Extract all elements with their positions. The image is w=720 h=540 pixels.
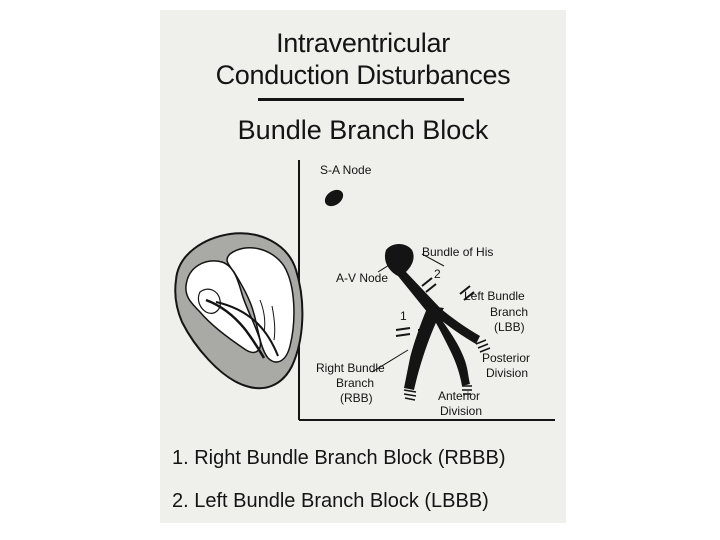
label-posterior-line-1: Posterior	[482, 351, 530, 365]
label-rbb-line-1: Right Bundle	[316, 361, 385, 375]
label-lbb-line-2: Branch	[490, 305, 528, 319]
slide: Intraventricular Conduction Disturbances…	[160, 10, 566, 523]
label-rbb-line-2: Branch	[336, 376, 374, 390]
sa-node-shape	[324, 189, 344, 207]
label-av-node: A-V Node	[336, 271, 388, 285]
heart-cross-section	[174, 232, 304, 390]
label-anterior-line-1: Anterior	[438, 389, 480, 403]
title-line-1: Intraventricular	[276, 28, 450, 58]
subtitle: Bundle Branch Block	[237, 115, 489, 145]
label-rbb-line-3: (RBB)	[340, 391, 373, 405]
label-bundle-of-his: Bundle of His	[422, 245, 493, 259]
title-line-2: Conduction Disturbances	[215, 60, 511, 90]
list-item-rbbb: 1. Right Bundle Branch Block (RBBB)	[172, 447, 506, 469]
marker-2: 2	[434, 267, 441, 281]
label-lbb-line-3: (LBB)	[494, 320, 525, 334]
conduction-diagram: S-A Node A-V Node Bundle of His 2 1 Left…	[174, 160, 555, 421]
list-item-lbbb: 2. Left Bundle Branch Block (LBBB)	[172, 490, 489, 512]
title-divider	[258, 98, 464, 101]
label-sa-node: S-A Node	[320, 163, 372, 177]
label-lbb-line-1: Left Bundle	[464, 289, 525, 303]
label-posterior-line-2: Division	[486, 366, 528, 380]
anterior-division	[432, 312, 470, 386]
right-bundle-branch	[404, 306, 444, 390]
label-anterior-line-2: Division	[440, 404, 482, 418]
posterior-division	[436, 308, 480, 344]
conduction-pathway	[371, 244, 491, 401]
marker-1: 1	[400, 309, 407, 323]
